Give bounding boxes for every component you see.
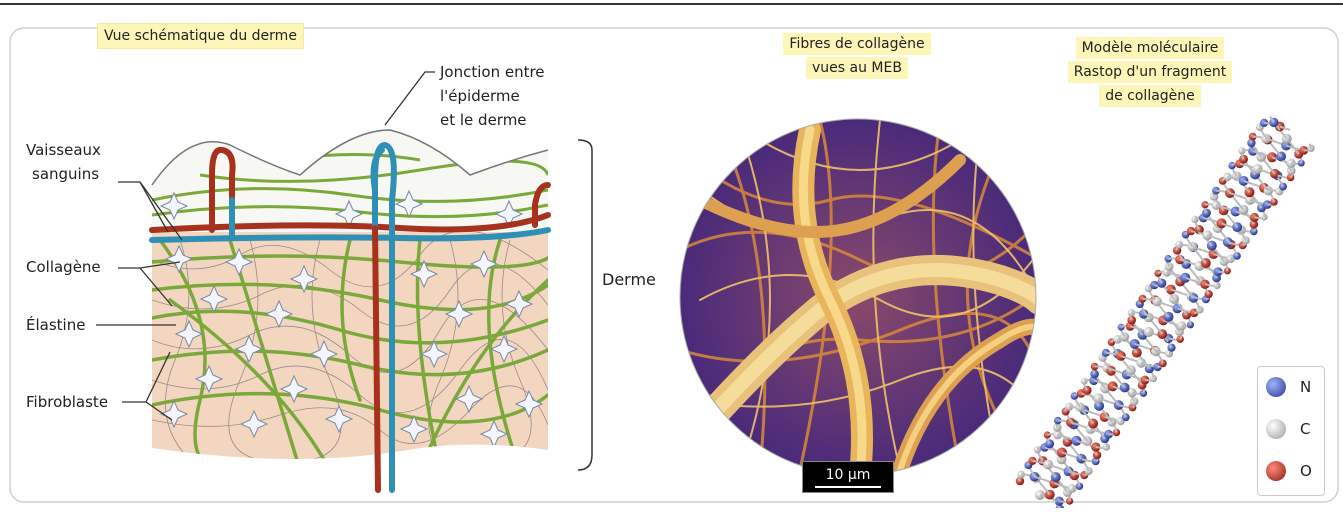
legend-c-label: C bbox=[1300, 419, 1310, 439]
legend-o-dot bbox=[1266, 461, 1286, 481]
atom bbox=[1205, 290, 1213, 298]
scale-bar-line bbox=[815, 486, 881, 488]
legend-o-label: O bbox=[1300, 461, 1312, 481]
model-title-line3: de collagène bbox=[1099, 85, 1201, 107]
vaisseaux-label-line2: sanguins bbox=[32, 164, 99, 184]
jonction-label-line1: Jonction entre bbox=[440, 62, 545, 82]
legend-row-o: O bbox=[1266, 459, 1322, 483]
atom bbox=[1202, 209, 1211, 218]
atom bbox=[1083, 386, 1092, 395]
atom bbox=[1180, 273, 1190, 283]
elastine-label: Élastine bbox=[26, 315, 85, 335]
meb-title-line1: Fibres de collagène bbox=[783, 33, 930, 55]
atom bbox=[1239, 176, 1249, 186]
atom bbox=[1057, 448, 1067, 458]
schema-title: Vue schématique du derme bbox=[98, 24, 303, 48]
atom bbox=[1130, 397, 1138, 405]
atom bbox=[1154, 270, 1161, 277]
collagene-label: Collagène bbox=[26, 257, 101, 277]
atom bbox=[1267, 152, 1277, 162]
jonction-label-line2: l'épiderme bbox=[440, 86, 520, 106]
legend-n-dot bbox=[1266, 377, 1286, 397]
meb-title: Fibres de collagène vues au MEB bbox=[762, 32, 952, 80]
atom bbox=[1130, 339, 1140, 349]
legend-row-c: C bbox=[1266, 417, 1322, 441]
scale-bar: 10 µm bbox=[802, 461, 894, 493]
model-title-line1: Modèle moléculaire bbox=[1076, 37, 1225, 59]
atom bbox=[1072, 436, 1082, 446]
atom bbox=[1253, 164, 1263, 174]
jonction-label-line3: et le derme bbox=[440, 110, 527, 130]
derm-schematic bbox=[96, 72, 592, 490]
scale-bar-label: 10 µm bbox=[826, 467, 871, 483]
legend-row-n: N bbox=[1266, 375, 1322, 399]
meb-title-line2: vues au MEB bbox=[806, 57, 908, 79]
derme-label: Derme bbox=[602, 270, 656, 290]
atom-legend: N C O bbox=[1257, 366, 1325, 496]
atom bbox=[1279, 183, 1287, 191]
atom bbox=[1250, 228, 1258, 236]
legend-n-label: N bbox=[1300, 377, 1311, 397]
vaisseaux-label-line1: Vaisseaux bbox=[26, 140, 101, 160]
atom bbox=[1242, 236, 1250, 244]
legend-c-dot bbox=[1266, 419, 1286, 439]
meb-micrograph bbox=[680, 119, 1045, 475]
atom bbox=[1085, 467, 1093, 475]
model-title-line2: Rastop d'un fragment bbox=[1068, 61, 1232, 83]
fibroblaste-label: Fibroblaste bbox=[26, 392, 108, 412]
atom bbox=[1203, 230, 1213, 240]
model-title: Modèle moléculaire Rastop d'un fragment … bbox=[1050, 36, 1250, 108]
